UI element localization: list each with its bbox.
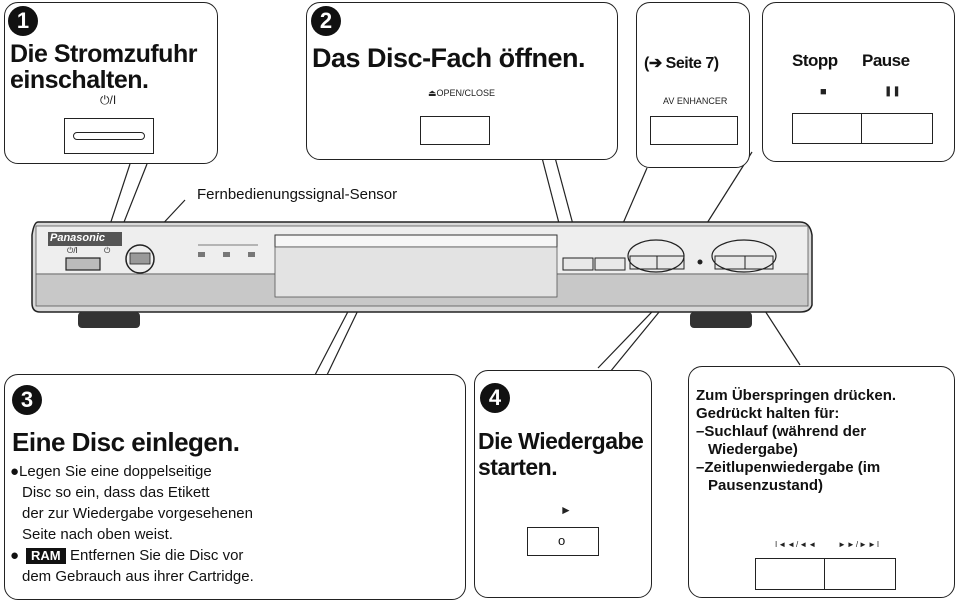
skip-text-line2: Gedrückt halten für:	[696, 405, 840, 422]
step3-title: Eine Disc einlegen.	[12, 427, 240, 457]
step1-title-line2: einschalten.	[10, 66, 149, 94]
step2-title: Das Disc-Fach öffnen.	[312, 43, 586, 73]
ram-badge: RAM	[26, 548, 66, 564]
stop-symbol: ■	[820, 86, 827, 98]
step3-text-line4: Seite nach oben weist.	[22, 526, 173, 543]
stop-label: Stopp	[792, 51, 838, 70]
step-number-3: 3	[12, 385, 42, 415]
open-close-button[interactable]	[420, 116, 490, 145]
step4-title-line1: Die Wiedergabe	[478, 428, 644, 454]
play-button[interactable]: o	[527, 527, 599, 556]
pause-symbol: ❚❚	[884, 86, 901, 97]
skip-back-label: I◄◄/◄◄	[775, 540, 818, 549]
step1-title-line1: Die Stromzufuhr	[10, 40, 197, 68]
step3-text-line3: der zur Wiedergabe vorgesehenen	[22, 505, 253, 522]
skip-text-line3: –Suchlauf (während der	[696, 423, 867, 440]
skip-text-line6: Pausenzustand)	[708, 477, 824, 494]
callout-step3	[4, 374, 466, 600]
power-symbol-label: ⏻/I	[100, 93, 117, 107]
step3-text-line1: ●Legen Sie eine doppelseitige	[10, 463, 212, 480]
remote-sensor-label: Fernbedienungssignal-Sensor	[197, 186, 398, 203]
step3-bullet-dot: ●	[10, 547, 20, 564]
skip-back-button[interactable]	[755, 558, 825, 590]
play-button-dot: o	[558, 533, 566, 548]
stop-button[interactable]	[792, 113, 862, 144]
step-number-1: 1	[8, 6, 38, 36]
av-enhancer-page-ref: (➔ Seite 7)	[644, 55, 719, 72]
pause-button[interactable]	[861, 113, 933, 144]
skip-text-line1: Zum Überspringen drücken.	[696, 387, 897, 404]
skip-text-line5: –Zeitlupenwiedergabe (im	[696, 459, 881, 476]
step3-text-line2: Disc so ein, dass das Etikett	[22, 484, 210, 501]
skip-forward-button[interactable]	[824, 558, 896, 590]
av-enhancer-label: AV ENHANCER	[663, 96, 728, 106]
power-button-slot	[73, 132, 145, 140]
dvd-player	[31, 221, 813, 328]
brand-logo: Panasonic	[50, 232, 106, 244]
pause-label: Pause	[862, 51, 910, 70]
step-number-2: 2	[311, 6, 341, 36]
skip-forward-label: ►►/►►I	[838, 540, 881, 549]
step-number-4: 4	[480, 383, 510, 413]
step4-title-line2: starten.	[478, 454, 558, 480]
power-button[interactable]	[64, 118, 154, 154]
open-close-label: ⏏OPEN/CLOSE	[428, 88, 496, 98]
play-symbol: ►	[560, 503, 572, 517]
step3-text-line5: Entfernen Sie die Disc vor	[70, 547, 244, 564]
skip-text-line4: Wiedergabe)	[708, 441, 798, 458]
player-power-symbol: ⏻/I	[67, 246, 78, 255]
av-enhancer-button[interactable]	[650, 116, 738, 145]
step3-text-line6: dem Gebrauch aus ihrer Cartridge.	[22, 568, 254, 585]
player-standby-symbol: ⏻	[104, 246, 111, 255]
